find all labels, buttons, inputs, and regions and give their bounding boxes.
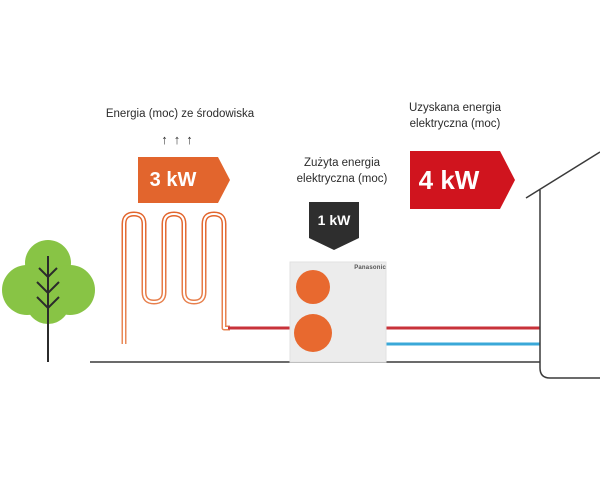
environment-energy-label: Energia (moc) ze środowiska [105,108,255,120]
house-outline-icon [525,151,600,379]
consumed-tag-shape [309,202,359,250]
tree-icon [2,240,95,362]
obtained-energy-label-line2: elektryczna (moc) [409,118,501,130]
obtained-tag-shape [410,151,515,209]
heat-rising-arrows: ↑↑↑ [161,132,199,147]
consumed-energy-label: Zużyta energia elektryczna (moc) [282,155,402,187]
obtained-energy-label: Uzyskana energia elektryczna (moc) [395,100,515,132]
obtained-power-value: 4 kW [418,164,480,195]
heat-pump-unit-icon [289,261,387,363]
environment-power-value: 3 kW [149,168,197,191]
ground-loop-icon [121,211,230,344]
consumed-energy-label-line1: Zużyta energia [303,157,381,169]
consumed-energy-label-line2: elektryczna (moc) [296,173,388,185]
consumed-power-value: 1 kW [317,211,351,228]
obtained-energy-label-line1: Uzyskana energia [408,102,502,114]
brand-logo-text: Panasonic [354,265,386,271]
environment-tag-shape [138,157,230,203]
